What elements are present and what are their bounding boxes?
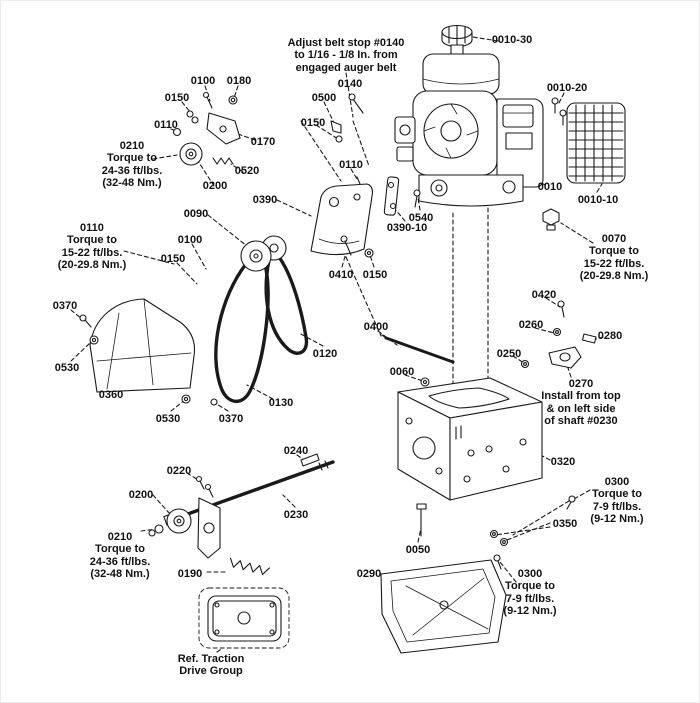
belt-guard-plate-0390 [310, 183, 373, 256]
note-install-0270: 0270 Install from top & on left side of … [541, 378, 621, 427]
part-label-0320: 0320 [550, 456, 576, 468]
part-label-0150-a: 0150 [164, 92, 190, 104]
part-label-0400: 0400 [363, 321, 389, 333]
part-label-0280: 0280 [597, 330, 623, 342]
part-label-0050: 0050 [405, 544, 431, 556]
part-label-0410: 0410 [328, 269, 354, 281]
part-label-0200-b: 0200 [128, 489, 154, 501]
bolts-0300 [493, 495, 576, 570]
part-label-0130: 0130 [268, 397, 294, 409]
cover-fasteners [79, 314, 218, 406]
part-label-0530-a: 0530 [54, 362, 80, 374]
muffler-bolts-0010-20 [551, 97, 567, 126]
part-label-0110-a: 0110 [154, 119, 178, 131]
part-label-0230: 0230 [283, 509, 309, 521]
note-adjust-belt-stop: Adjust belt stop #0140 to 1/16 - 1/8 In.… [287, 37, 405, 74]
washer-0060 [420, 377, 430, 387]
part-label-0060: 0060 [389, 366, 415, 378]
part-label-0180: 0180 [226, 75, 252, 87]
note-torque-0210-bottom: 0210 Torque to 24-36 ft/lbs. (32-48 Nm.) [89, 531, 151, 580]
muffler-heat-shield [566, 102, 626, 184]
bolt-0070 [542, 208, 560, 231]
part-label-0370-b: 0370 [218, 413, 244, 425]
part-label-0120: 0120 [312, 348, 338, 360]
note-torque-0070: 0070 Torque to 15-22 ft/lbs. (20-29.8 Nm… [579, 233, 649, 282]
rod-0400 [381, 334, 455, 364]
part-label-0500: 0500 [311, 92, 337, 104]
part-label-0360: 0360 [98, 389, 124, 401]
part-label-0370-a: 0370 [52, 300, 78, 312]
engine-assembly [394, 24, 544, 207]
part-label-0010: 0010 [537, 181, 563, 193]
pulley-0200-lower [148, 508, 192, 537]
part-label-0190: 0190 [177, 568, 203, 580]
part-label-0010-10: 0010-10 [577, 194, 619, 206]
spring-0190 [230, 557, 270, 576]
bottom-panel-0290 [380, 559, 507, 654]
idler-assembly [172, 91, 241, 166]
part-label-0150-c: 0150 [160, 253, 186, 265]
part-label-0110-b: 0110 [339, 159, 363, 171]
part-label-0150-d: 0150 [362, 269, 388, 281]
part-label-0200-a: 0200 [202, 180, 228, 192]
part-label-0150-b: 0150 [300, 117, 326, 129]
bracket-0390-10 [383, 176, 400, 216]
note-torque-0110: 0110 Torque to 15-22 ft/lbs. (20-29.8 Nm… [57, 222, 127, 271]
part-label-0170: 0170 [250, 136, 276, 148]
part-label-0010-20: 0010-20 [546, 82, 588, 94]
part-label-0100-b: 0100 [177, 234, 203, 246]
bearing-bracket [197, 497, 221, 559]
bolt-0410-washer-0150 [340, 235, 374, 258]
belt-0130 [214, 256, 270, 404]
part-label-0100-a: 0100 [190, 75, 216, 87]
chute-bracket-group [520, 300, 597, 369]
part-label-0350: 0350 [552, 518, 578, 530]
frame-0320 [397, 377, 543, 501]
spacer-0240 [300, 453, 320, 467]
part-label-0390-10: 0390-10 [386, 222, 428, 234]
part-label-0250: 0250 [496, 348, 522, 360]
part-label-0390: 0390 [252, 194, 278, 206]
belt-0120 [264, 252, 309, 355]
part-label-0090: 0090 [183, 208, 209, 220]
part-label-0240: 0240 [283, 445, 309, 457]
part-label-0290: 0290 [356, 568, 382, 580]
bolt-0050 [416, 503, 427, 537]
traction-drive-group-ref [198, 587, 290, 649]
part-label-0260: 0260 [518, 319, 544, 331]
part-label-0540: 0540 [408, 212, 434, 224]
part-label-0140: 0140 [337, 78, 363, 90]
washers-0350 [489, 529, 509, 547]
part-label-0010-30: 0010-30 [491, 34, 533, 46]
double-pulley-0090 [240, 235, 287, 272]
bolt-0540 [413, 189, 421, 208]
part-label-0420: 0420 [531, 289, 557, 301]
note-torque-0300-b: 0300 Torque to 7-9 ft/lbs. (9-12 Nm.) [503, 568, 557, 617]
part-label-0220: 0220 [166, 465, 192, 477]
belt-stop-parts [330, 93, 364, 192]
note-torque-0300-a: 0300 Torque to 7-9 ft/lbs. (9-12 Nm.) [590, 476, 644, 525]
part-label-0530-b: 0530 [155, 413, 181, 425]
note-torque-0210-top: 0210 Torque to 24-36 ft/lbs. (32-48 Nm.) [101, 140, 163, 189]
part-label-0520: 0520 [234, 165, 260, 177]
note-ref-traction-drive: Ref. Traction Drive Group [177, 653, 245, 678]
belt-cover-0360 [89, 298, 196, 393]
bolts-0220 [195, 475, 214, 498]
